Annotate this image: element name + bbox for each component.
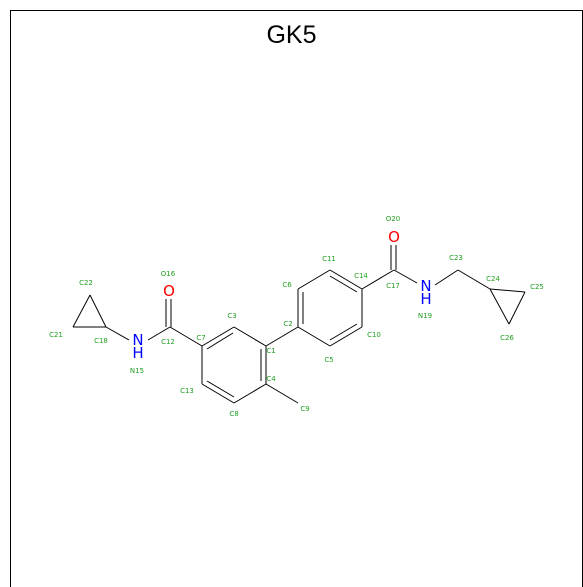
atom-label-o16: O16: [161, 270, 176, 278]
bond-c22-c18: [89, 294, 107, 328]
atom-label-c2: C2: [283, 320, 292, 328]
bond-c13-c8-inner: [206, 380, 235, 398]
bond-c21-c22: [72, 294, 91, 328]
atom-label-n15: N15: [130, 367, 144, 375]
bond-c13-c8: [201, 383, 235, 404]
bond-n15-c18: [105, 326, 130, 341]
atom-label-c11: C11: [322, 255, 336, 263]
atom-label-c10: C10: [367, 331, 381, 339]
bond-c11-c14-inner: [329, 275, 358, 293]
bond-n19-c23: [434, 269, 459, 286]
atom-label-n19: N19: [418, 312, 432, 320]
atom-label-c17: C17: [386, 282, 400, 290]
bond-c4-c9: [265, 383, 299, 404]
bond-c1-c3: [233, 326, 267, 347]
molecule-title: GK5: [266, 21, 317, 49]
atom-label-c18: C18: [94, 337, 108, 345]
atom-label-o20: O20: [386, 215, 400, 223]
atom-label-c4: C4: [266, 375, 276, 383]
atom-symbol-n15: N: [132, 331, 143, 349]
atom-label-c25: C25: [530, 283, 544, 291]
bond-c11-c14: [329, 269, 363, 290]
bond-c14-c17: [361, 269, 395, 290]
bond-c3-c7-inner: [206, 332, 234, 350]
atom-symbol-n19: N: [420, 277, 431, 295]
bond-c3-c7: [201, 326, 235, 347]
atom-label-c14: C14: [354, 272, 368, 280]
bond-c26-c24: [489, 288, 510, 325]
atom-label-c3: C3: [227, 312, 236, 320]
atom-labels: C1 C2 C3 C4 C5 C6 C7 C8 C9 C10 C11 C12 C…: [49, 215, 544, 418]
atom-label-c21: C21: [49, 331, 63, 339]
atom-label-c8: C8: [229, 410, 238, 418]
atom-symbol-h19: H: [420, 290, 431, 308]
atom-symbol-o20: O: [388, 228, 400, 246]
atom-label-c23: C23: [449, 254, 463, 262]
atom-label-c13: C13: [180, 387, 194, 395]
atom-label-c9: C9: [300, 405, 309, 413]
bond-c5-c2: [297, 326, 331, 347]
atom-symbol-o16: O: [163, 282, 175, 300]
bond-c1-c2: [265, 326, 299, 347]
bond-c6-c11: [297, 269, 331, 290]
bond-c17-n19: [393, 269, 418, 284]
bond-c24-c25: [489, 288, 526, 293]
atom-label-c1: C1: [266, 347, 275, 355]
atom-label-c22: C22: [79, 279, 93, 287]
atom-label-c26: C26: [500, 334, 514, 342]
bond-c12-n15: [147, 326, 171, 341]
bonds: [72, 245, 526, 404]
atom-label-c24: C24: [486, 275, 500, 283]
bond-c7-c12: [169, 326, 203, 347]
atom-label-c12: C12: [161, 338, 175, 346]
bond-c10-c5: [329, 326, 363, 347]
diagram-frame: [10, 10, 583, 587]
bond-c25-c26: [508, 291, 526, 325]
atom-label-c5: C5: [324, 356, 333, 364]
atom-symbol-h15: H: [132, 344, 143, 362]
bond-c8-c4: [233, 383, 267, 404]
atom-label-c7: C7: [196, 334, 205, 342]
atom-label-c6: C6: [282, 281, 292, 289]
heteroatom-symbols: O N H O N H: [132, 228, 431, 362]
bond-c10-c5-inner: [329, 323, 358, 341]
bond-c23-c24: [457, 269, 491, 290]
